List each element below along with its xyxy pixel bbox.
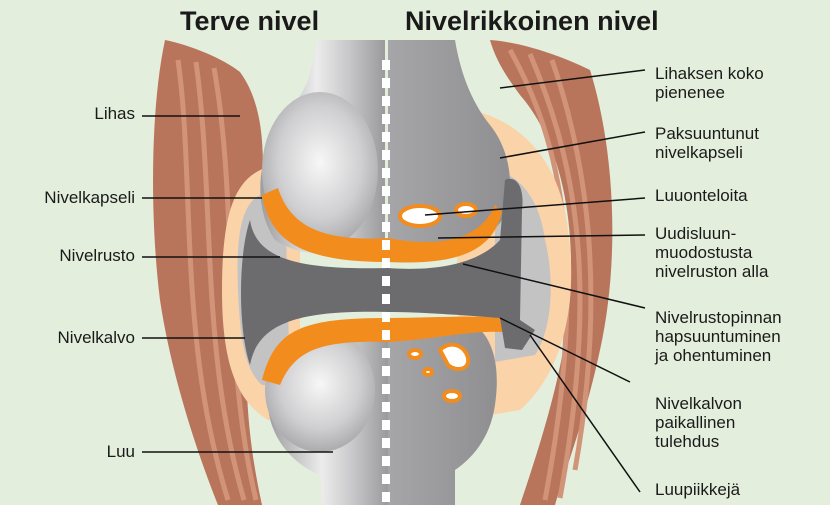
label-cartilage: Nivelrusto	[5, 246, 135, 265]
label-thick-capsule: Paksuuntunut nivelkapseli	[655, 124, 759, 162]
label-local-inflammation: Nivelkalvon paikallinen tulehdus	[655, 394, 742, 451]
label-muscle: Lihas	[60, 104, 135, 123]
title-healthy-joint: Terve nivel	[180, 6, 319, 37]
title-arthritic-joint: Nivelrikkoinen nivel	[405, 6, 659, 37]
label-synovium: Nivelkalvo	[5, 328, 135, 347]
label-cartilage-wear: Nivelrustopinnan hapsuuntuminen ja ohent…	[655, 308, 782, 365]
label-muscle-shrinks: Lihaksen koko pienenee	[655, 64, 764, 102]
label-bone-cysts: Luuonteloita	[655, 186, 748, 205]
label-bone: Luu	[60, 442, 135, 461]
label-new-bone: Uudisluun- muodostusta nivelruston alla	[655, 224, 768, 281]
label-bone-spurs: Luupiikkejä	[655, 480, 740, 499]
label-capsule: Nivelkapseli	[5, 188, 135, 207]
